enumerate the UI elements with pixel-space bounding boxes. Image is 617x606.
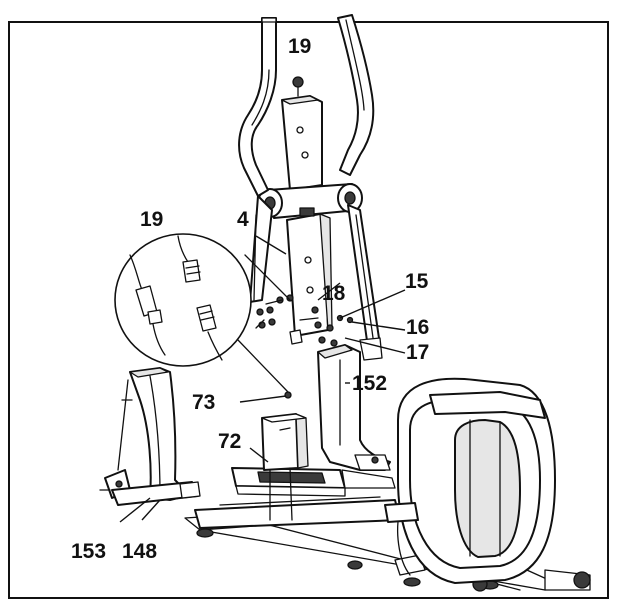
console-mast-4 xyxy=(281,76,333,337)
handlebar-left xyxy=(238,17,277,303)
callout-152: 152 xyxy=(352,372,387,395)
pedal-arm-72 xyxy=(261,413,309,521)
callout-153: 153 xyxy=(71,540,106,563)
left-upright-153 xyxy=(99,367,201,506)
callout-18: 18 xyxy=(322,282,346,305)
post-152 xyxy=(317,344,391,471)
callout-19-inset: 19 xyxy=(140,208,163,231)
handlebar-right xyxy=(337,14,383,361)
main-frame xyxy=(194,496,419,529)
flywheel-housing xyxy=(397,377,556,584)
callout-73: 73 xyxy=(192,391,215,414)
callout-17: 17 xyxy=(406,341,429,364)
callout-15: 15 xyxy=(405,270,429,293)
callout-19-top: 19 xyxy=(288,35,311,58)
callout-148: 148 xyxy=(122,540,157,563)
foot-pedal xyxy=(231,467,396,497)
pivot-crossbar xyxy=(257,183,363,219)
hardware-bolts xyxy=(255,294,354,399)
wire-connector-inset xyxy=(114,233,291,393)
callout-72: 72 xyxy=(218,430,241,453)
callout-4: 4 xyxy=(237,208,249,231)
diagram-frame xyxy=(8,21,609,599)
leader-lines xyxy=(119,235,406,523)
callout-16: 16 xyxy=(406,316,429,339)
